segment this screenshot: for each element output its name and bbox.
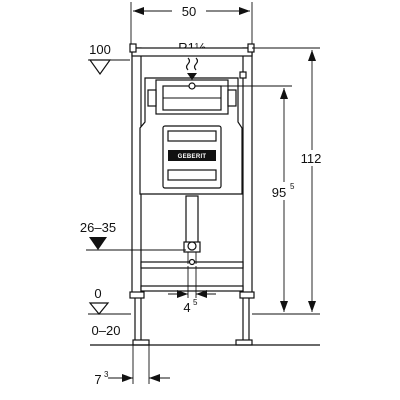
height-inlet-sup: 5 [290,182,295,191]
foot-offset-dimension: 7 3 [94,345,170,387]
leg-left [134,295,142,343]
height-total-label: 112 [301,151,322,166]
width-label: 50 [182,4,196,19]
width-arrow-left [133,7,144,15]
foot-right [235,339,253,346]
foot-offset-label: 7 [94,372,101,387]
pipe-offset-dimension: 4 5 [168,266,216,315]
width-arrow-right [239,7,250,15]
cistern-range-marker [89,237,107,250]
access-panel [162,125,222,189]
frame-top-bar [131,47,253,57]
flush-pipe [183,195,201,266]
height-inlet-dimension: 95 5 [196,85,300,312]
height-inlet-label: 95 [272,185,286,200]
brand-logo-text: GEBERIT [178,154,207,160]
leg-right [242,295,250,343]
level-floor: 0 [88,286,131,315]
floor-label: 0 [94,286,101,301]
panel-slot-bottom [167,169,217,181]
level-100-label: 100 [89,42,111,57]
foot-left [132,339,150,346]
water-inlet [185,57,199,90]
frame-post-right [242,47,253,297]
frame-legs [129,291,255,346]
height-total-dimension: 112 [252,47,326,315]
pipe-offset-label: 4 [183,300,190,315]
brand-logo-plate [168,150,216,161]
width-dimension: 50 [130,2,253,52]
foot-offset-sup: 3 [104,370,109,379]
panel-slot-top [167,130,217,142]
level-100-marker [88,59,112,76]
level-floor-range: 0–20 [90,323,320,346]
pipe-offset-sup: 5 [193,298,198,307]
flush-pipe-body [185,195,199,247]
level-100: 100 [88,42,130,76]
cistern: GEBERIT [139,71,247,195]
cistern-range-label: 26–35 [80,220,116,235]
floor-marker [88,302,110,315]
floor-range-label: 0–20 [92,323,121,338]
level-cistern-range: 26–35 [80,220,186,251]
